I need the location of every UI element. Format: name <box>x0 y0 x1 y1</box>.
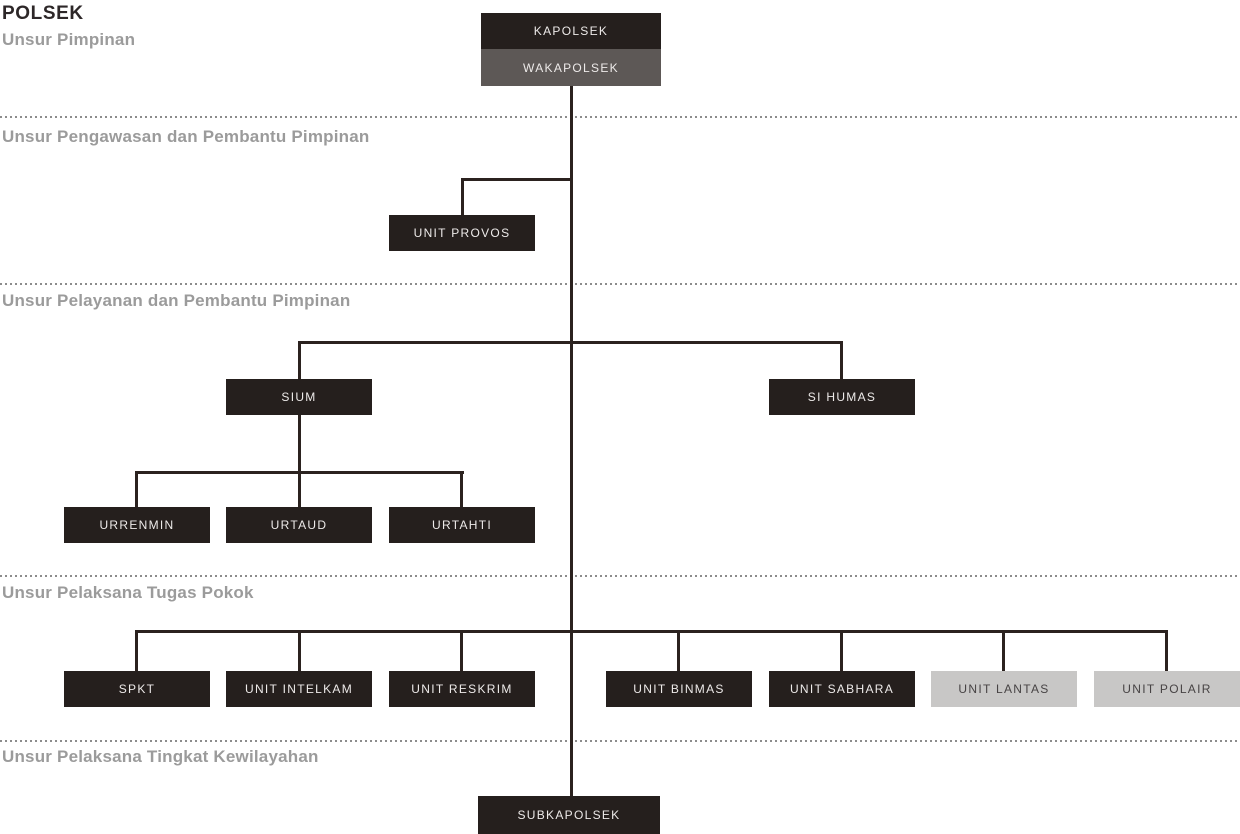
connector-sabhara-drop <box>840 630 843 671</box>
node-urtaud: URTAUD <box>226 507 372 543</box>
connector-lantas-drop <box>1002 630 1005 671</box>
node-unit-reskrim: UNIT RESKRIM <box>389 671 535 707</box>
node-urtahti: URTAHTI <box>389 507 535 543</box>
node-subkapolsek: SUBKAPOLSEK <box>478 796 660 834</box>
connector-pokok-h <box>135 630 1168 633</box>
node-kapolsek: KAPOLSEK <box>481 13 661 49</box>
node-spkt: SPKT <box>64 671 210 707</box>
connector-binmas-drop <box>677 630 680 671</box>
section-divider-4 <box>0 740 1240 742</box>
node-unit-intelkam: UNIT INTELKAM <box>226 671 372 707</box>
section-heading-kewilayahan: Unsur Pelaksana Tingkat Kewilayahan <box>2 747 319 766</box>
page-title: POLSEK <box>2 3 84 24</box>
connector-urtaud-drop <box>298 471 301 507</box>
node-unit-sabhara: UNIT SABHARA <box>769 671 915 707</box>
node-unit-lantas: UNIT LANTAS <box>931 671 1077 707</box>
node-unit-binmas: UNIT BINMAS <box>606 671 752 707</box>
connector-polair-drop <box>1165 630 1168 671</box>
section-heading-pelaksana-pokok: Unsur Pelaksana Tugas Pokok <box>2 583 254 602</box>
node-urrenmin: URRENMIN <box>64 507 210 543</box>
node-si-humas: SI HUMAS <box>769 379 915 415</box>
connector-spkt-drop <box>135 630 138 671</box>
connector-trunk <box>570 86 573 796</box>
connector-provos-elbow-v <box>461 178 464 215</box>
section-divider-1 <box>0 116 1240 118</box>
section-heading-pelayanan: Unsur Pelayanan dan Pembantu Pimpinan <box>2 291 351 310</box>
connector-pelayanan-h <box>298 341 843 344</box>
connector-sium-drop <box>298 341 301 379</box>
connector-urrenmin-drop <box>135 471 138 507</box>
node-wakapolsek: WAKAPOLSEK <box>481 49 661 86</box>
node-unit-provos: UNIT PROVOS <box>389 215 535 251</box>
connector-sihumas-drop <box>840 341 843 379</box>
node-unit-polair: UNIT POLAIR <box>1094 671 1240 707</box>
section-divider-2 <box>0 283 1240 285</box>
connector-urtahti-drop <box>460 471 463 507</box>
section-divider-3 <box>0 575 1240 577</box>
connector-sium-stem <box>298 415 301 474</box>
connector-intelkam-drop <box>298 630 301 671</box>
section-heading-pengawasan: Unsur Pengawasan dan Pembantu Pimpinan <box>2 127 370 146</box>
section-heading-pimpinan: Unsur Pimpinan <box>2 30 136 49</box>
connector-reskrim-drop <box>460 630 463 671</box>
connector-provos-elbow-h <box>461 178 573 181</box>
node-sium: SIUM <box>226 379 372 415</box>
